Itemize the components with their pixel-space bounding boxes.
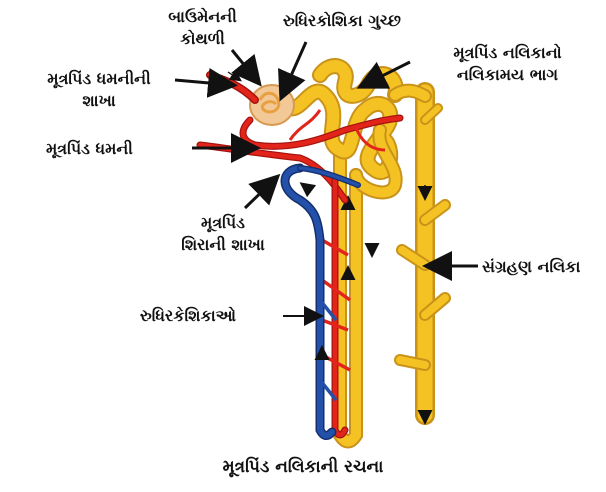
label-tubule-part-line1: મૂત્રપિંડ નલિકાનો xyxy=(420,42,595,64)
label-afferent-branch: મૂત્રપિંડ ધમનીની શાખા xyxy=(4,68,194,112)
label-capillaries: રુધિરકેશિકાઓ xyxy=(140,305,236,327)
label-afferent-branch-line2: શાખા xyxy=(4,90,194,112)
renal-vein-vessels xyxy=(285,168,358,436)
label-renal-vein-branch-line1: મૂત્રપિંડ xyxy=(148,212,298,234)
label-collecting-duct: સંગ્રહણ નલિકા xyxy=(482,256,580,278)
bowman-capsule xyxy=(250,85,294,125)
label-renal-vein-branch-line2: શિરાની શાખા xyxy=(148,234,298,256)
label-renal-artery: મૂત્રપિંડ ધમની xyxy=(46,138,133,160)
diagram-caption: મૂત્રપિંડ નલિકાની રચના xyxy=(0,456,606,478)
collecting-duct xyxy=(400,92,445,415)
label-tubule-part: મૂત્રપિંડ નલિકાનો નલિકામય ભાગ xyxy=(420,42,595,86)
label-renal-vein-branch: મૂત્રપિંડ શિરાની શાખા xyxy=(148,212,298,256)
label-bowman-capsule: બાઉમેનની કોથળી xyxy=(140,6,265,50)
label-bowman-capsule-line1: બાઉમેનની xyxy=(140,6,265,28)
label-glomerulus: રુધિરકોશિકા ગુચ્છ xyxy=(283,10,401,32)
label-tubule-part-line2: નલિકામય ભાગ xyxy=(420,64,595,86)
label-bowman-capsule-line2: કોથળી xyxy=(140,28,265,50)
label-afferent-branch-line1: મૂત્રપિંડ ધમનીની xyxy=(4,68,194,90)
